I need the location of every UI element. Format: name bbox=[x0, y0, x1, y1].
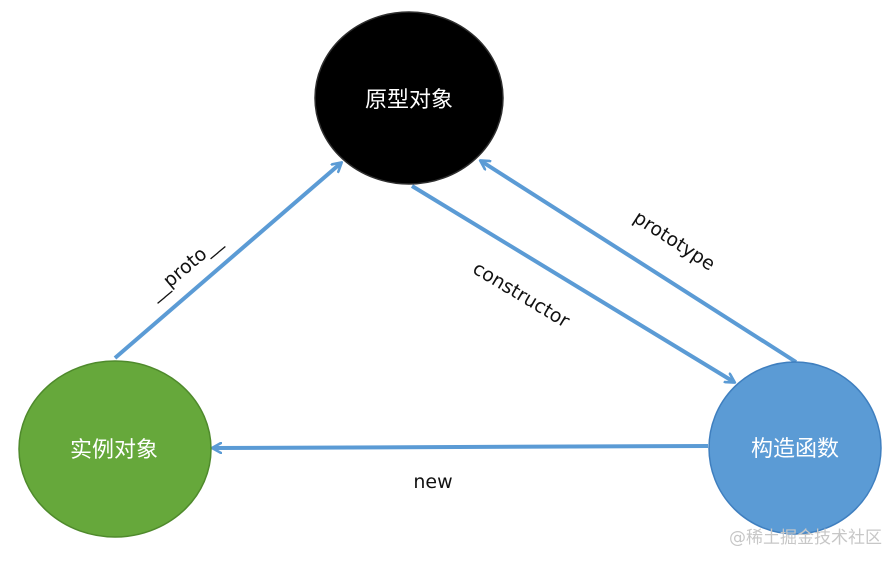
constructor-arrow bbox=[410, 184, 734, 382]
instance-object-node bbox=[18, 360, 212, 538]
constructor-function-label: 构造函数 bbox=[751, 437, 839, 462]
proto-edge-label: __proto__ bbox=[144, 230, 227, 304]
new-edge-label: new bbox=[413, 471, 452, 493]
constructor-edge-label: constructor bbox=[469, 257, 574, 332]
proto-arrow bbox=[113, 163, 341, 360]
new-arrow bbox=[213, 446, 709, 448]
prototype-arrow bbox=[481, 161, 798, 364]
watermark-text: @稀土掘金技术社区 bbox=[729, 528, 882, 548]
instance-object-label: 实例对象 bbox=[70, 438, 158, 463]
prototype-object-node bbox=[314, 11, 504, 185]
constructor-function-node bbox=[708, 361, 882, 535]
prototype-object-label: 原型对象 bbox=[365, 88, 453, 113]
